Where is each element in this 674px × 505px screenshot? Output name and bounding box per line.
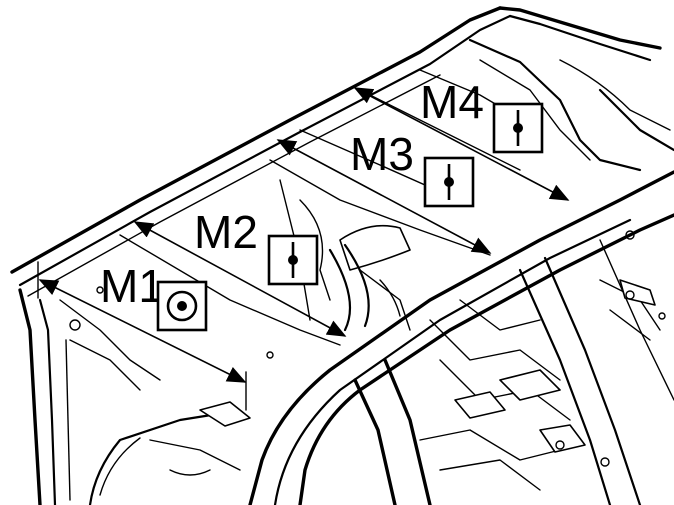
dimension-lines xyxy=(37,87,570,411)
slot-center-icon xyxy=(267,234,319,286)
slot-center-icon xyxy=(423,156,475,208)
slot-center-icon xyxy=(492,102,544,154)
car-body-structure xyxy=(10,6,674,505)
m4-dimension-line xyxy=(353,87,570,201)
m2-dimension-line xyxy=(133,221,347,337)
m2-label: M2 xyxy=(194,206,258,258)
m4-label: M4 xyxy=(420,76,484,128)
hole-center-icon xyxy=(156,280,208,332)
m1-label: M1 xyxy=(100,260,164,312)
m3-label: M3 xyxy=(350,128,414,180)
